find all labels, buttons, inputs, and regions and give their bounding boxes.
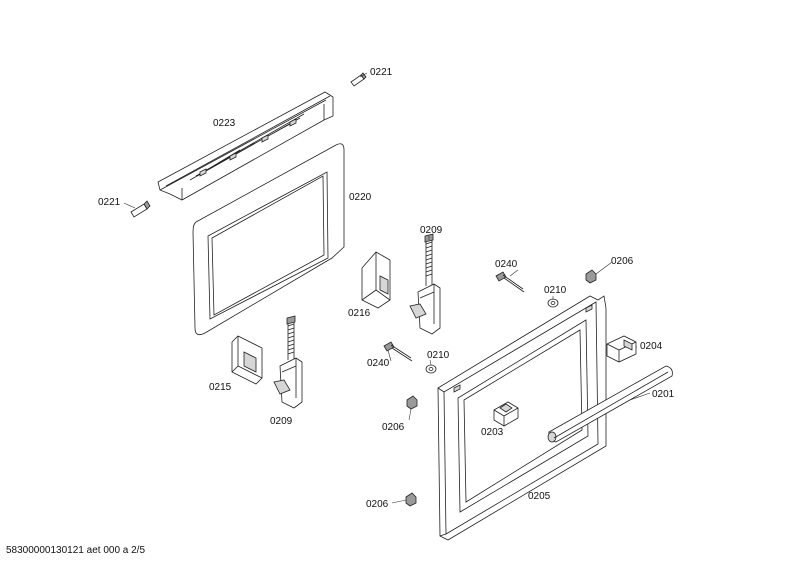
part-0240-screw-upper: [495, 271, 525, 293]
part-0206-clip-bottom: [405, 492, 417, 507]
part-0201-handle-bar: [547, 365, 673, 443]
part-0209-hinge-right: [409, 233, 441, 335]
label-0210-upper: 0210: [544, 285, 567, 296]
label-0206-top: 0206: [611, 256, 634, 267]
drawing-reference-footer: 58300000130121 aet 000 a 2/5: [6, 545, 146, 556]
label-0209-left: 0209: [270, 416, 293, 427]
label-0209-right: 0209: [420, 225, 443, 236]
label-0206-bottom: 0206: [366, 499, 389, 510]
part-0221-pin-top: [350, 72, 367, 87]
part-0210-washer-upper: [547, 298, 559, 308]
part-0203-clip: [493, 401, 519, 427]
label-0201: 0201: [652, 389, 675, 400]
label-0205: 0205: [528, 491, 551, 502]
label-0240-upper: 0240: [495, 259, 518, 270]
part-0204-block: [606, 335, 637, 363]
part-0240-screw-lower: [383, 341, 413, 362]
part-0205-outer-door: [437, 295, 607, 541]
part-0221-pin-left: [130, 200, 151, 218]
label-0223: 0223: [213, 118, 236, 129]
label-0221-top: 0221: [370, 67, 393, 78]
label-0210-lower: 0210: [427, 350, 450, 361]
label-0203: 0203: [481, 427, 504, 438]
label-0240-lower: 0240: [367, 358, 390, 369]
label-0221-left: 0221: [98, 197, 121, 208]
leader-lines: [123, 72, 651, 504]
label-0206-middle: 0206: [382, 422, 405, 433]
label-0215: 0215: [209, 382, 232, 393]
part-0206-clip-middle: [406, 395, 418, 410]
label-0204: 0204: [640, 341, 663, 352]
part-0216-hinge-bracket: [361, 251, 391, 309]
part-0215-hinge-bracket: [231, 335, 263, 385]
label-0220: 0220: [349, 192, 372, 203]
label-0216: 0216: [348, 308, 371, 319]
part-0209-hinge-left: [273, 315, 303, 409]
part-0223-trim-strip: [157, 91, 334, 201]
part-0210-washer-lower: [425, 364, 437, 374]
part-0206-clip-top: [585, 269, 597, 284]
part-0220-glass-panel: [192, 143, 345, 336]
